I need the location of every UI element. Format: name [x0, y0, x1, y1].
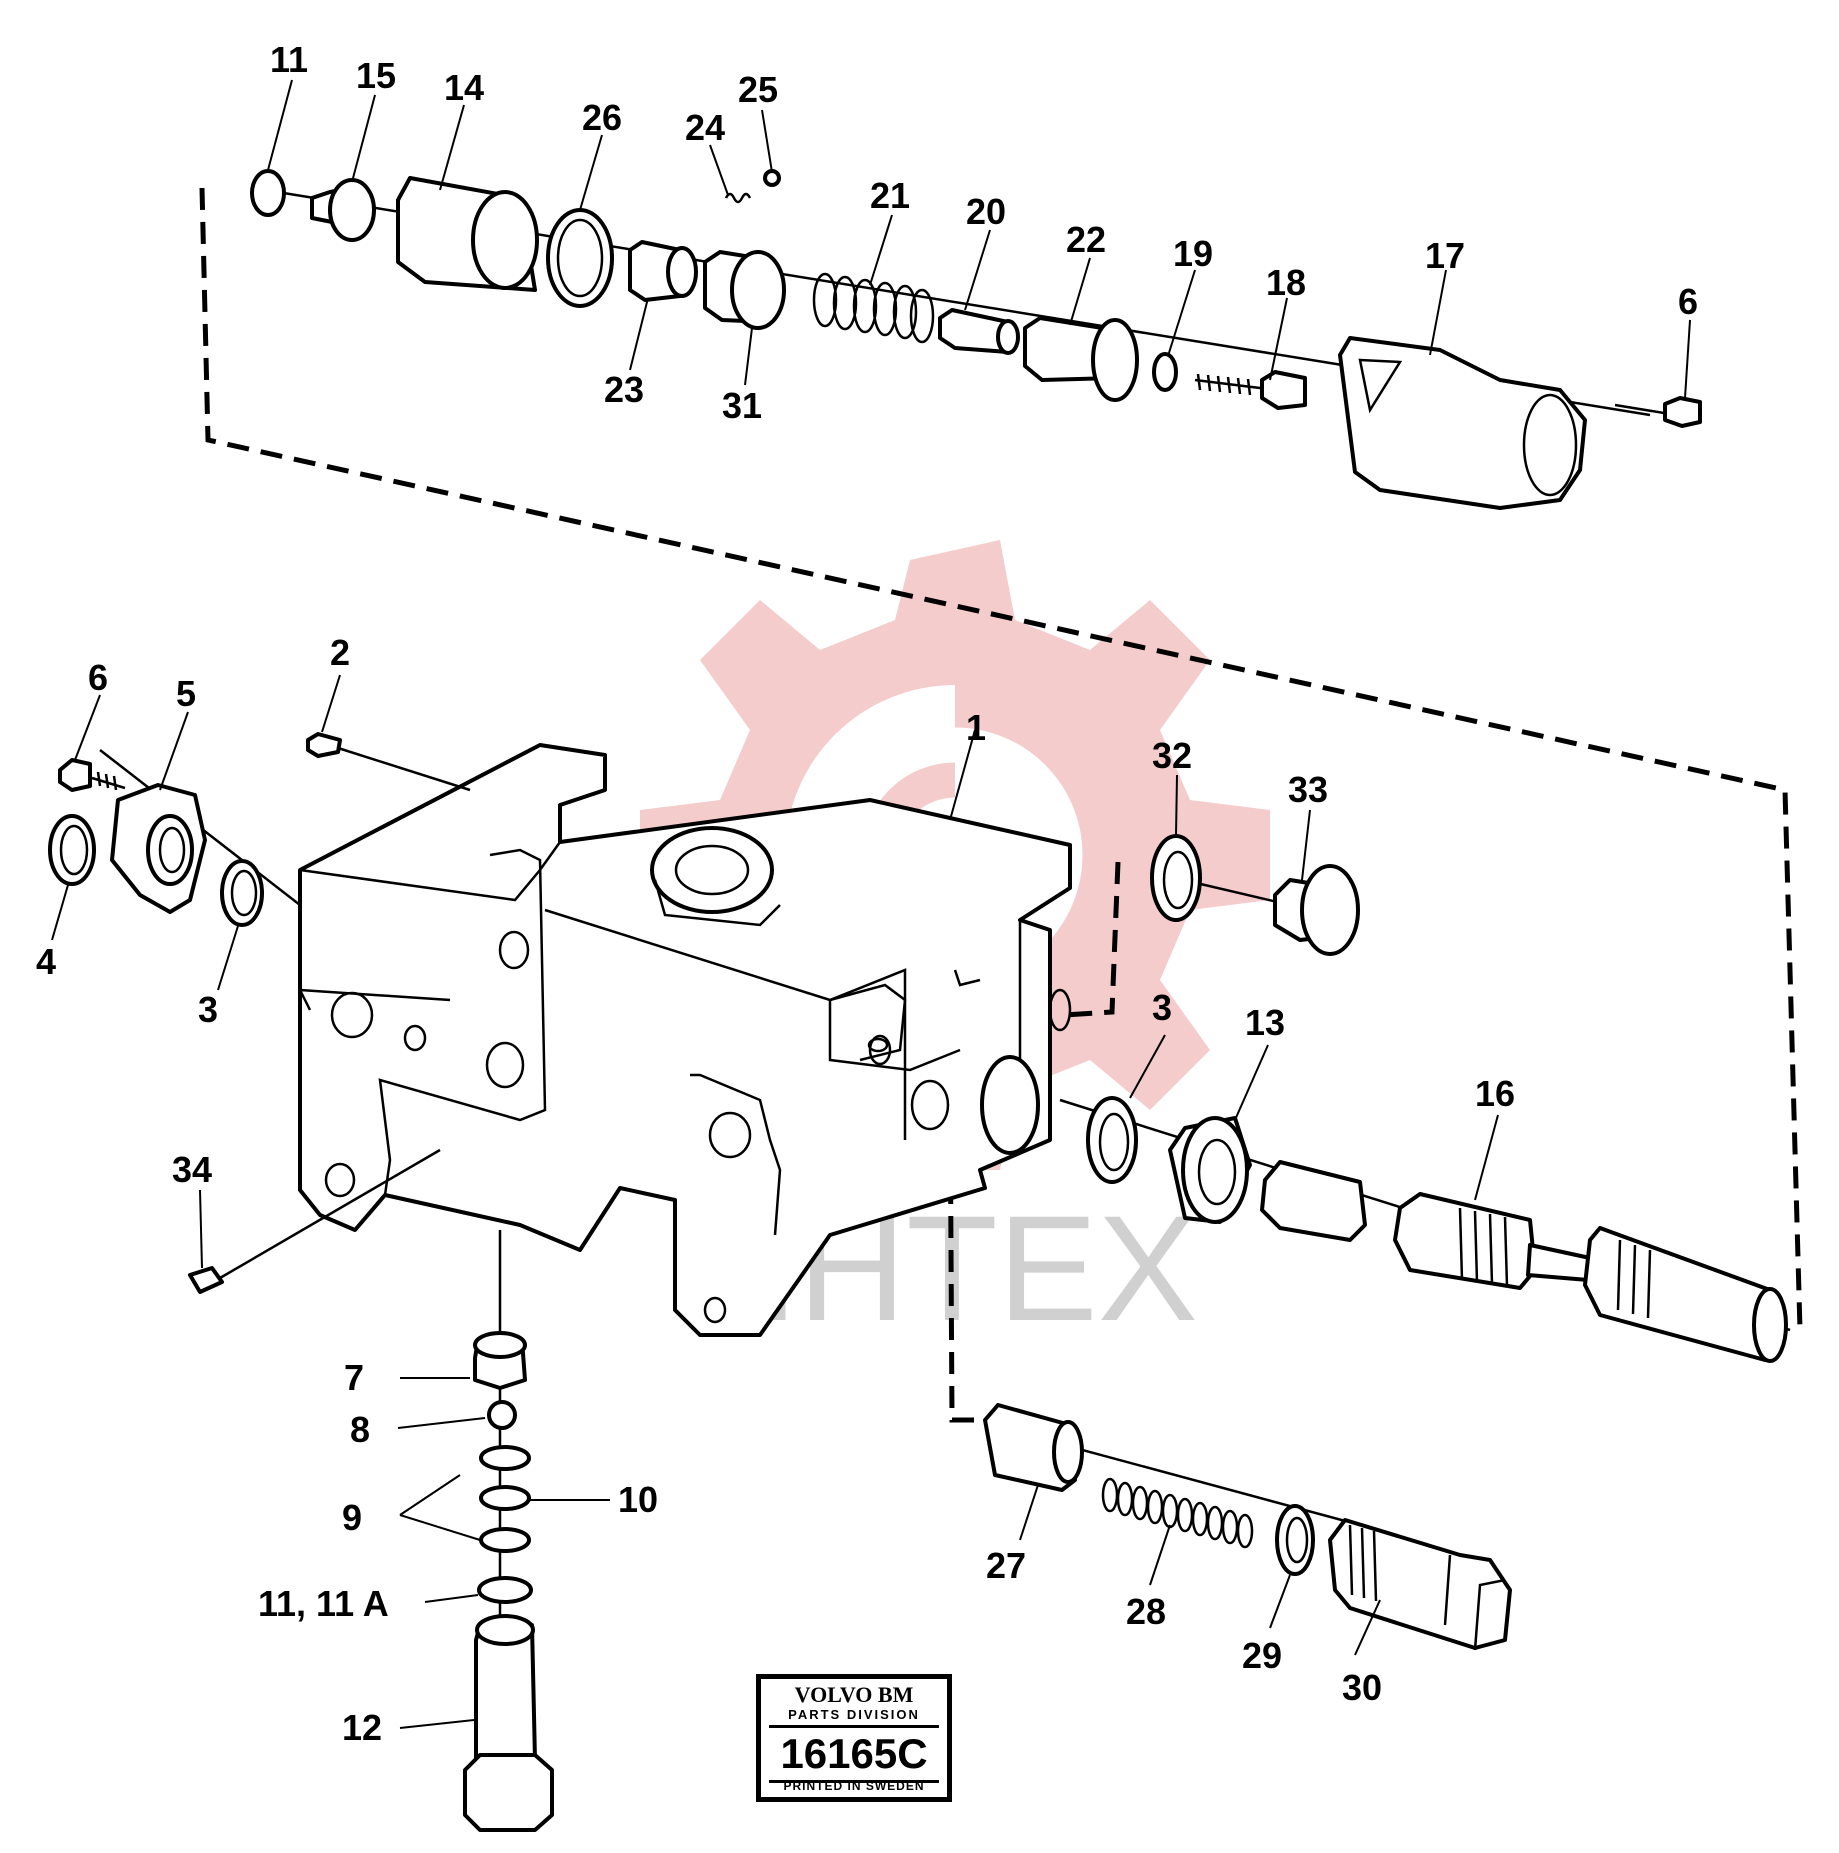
- leader-lines: [51, 79, 1691, 1729]
- label-8: 8: [350, 1409, 370, 1450]
- label-6-top: 6: [1678, 281, 1698, 322]
- part-1-valve-body: [298, 743, 1072, 1337]
- label-21: 21: [870, 175, 910, 216]
- part-6-bolt-left: [58, 758, 92, 792]
- assembly-dashed-line-32: [1064, 861, 1121, 1018]
- label-23: 23: [604, 369, 644, 410]
- label-33: 33: [1288, 769, 1328, 810]
- stamp-division: PARTS DIVISION: [788, 1707, 920, 1722]
- label-11-11A: 11, 11 A: [258, 1583, 389, 1624]
- stamp-brand: VOLVO BM: [794, 1682, 914, 1707]
- label-11-top: 11: [270, 39, 308, 80]
- label-13: 13: [1245, 1002, 1285, 1043]
- part-9-shim-top: [479, 1445, 531, 1471]
- label-22: 22: [1066, 219, 1106, 260]
- label-31: 31: [722, 385, 762, 426]
- label-3-left: 3: [198, 989, 218, 1030]
- assembly-dashed-line-top: [199, 187, 1803, 1331]
- right-parts: [1059, 834, 1791, 1363]
- part-10-washer: [479, 1485, 531, 1511]
- part-labels: 11 15 14 26 24 25 21 20 22 19 18 17 6 23…: [36, 39, 1698, 1748]
- part-19-washer: [1152, 352, 1178, 392]
- part-34-setscrew: [188, 1266, 224, 1294]
- part-21-spring: [812, 272, 935, 344]
- part-25-ball: [763, 169, 781, 187]
- left-parts: [48, 732, 471, 1294]
- bottom-right-parts: [983, 1403, 1512, 1651]
- label-9: 9: [342, 1497, 362, 1538]
- label-25: 25: [738, 69, 778, 110]
- volvo-bm-stamp: VOLVO BM PARTS DIVISION 16165C PRINTED I…: [756, 1674, 952, 1802]
- part-8-ball: [487, 1400, 517, 1430]
- label-7: 7: [344, 1357, 364, 1398]
- label-32: 32: [1152, 735, 1192, 776]
- part-2-pin: [306, 732, 342, 758]
- label-26: 26: [582, 97, 622, 138]
- label-3-right: 3: [1152, 987, 1172, 1028]
- label-6-left: 6: [88, 657, 108, 698]
- bottom-left-parts: [463, 1230, 554, 1832]
- label-16: 16: [1475, 1073, 1515, 1114]
- part-9-shim-bottom: [479, 1527, 531, 1553]
- part-28-spring: [1101, 1477, 1254, 1549]
- label-27: 27: [986, 1545, 1026, 1586]
- label-19: 19: [1173, 233, 1213, 274]
- part-11-ring-bottom: [477, 1576, 533, 1604]
- label-18: 18: [1266, 262, 1306, 303]
- label-24: 24: [685, 107, 725, 148]
- label-17: 17: [1425, 235, 1465, 276]
- label-4: 4: [36, 941, 56, 982]
- label-34: 34: [172, 1149, 212, 1190]
- label-20: 20: [966, 191, 1006, 232]
- label-12: 12: [342, 1707, 382, 1748]
- label-14: 14: [444, 67, 484, 108]
- label-2: 2: [330, 632, 350, 673]
- part-11-ring: [250, 169, 286, 217]
- label-29: 29: [1242, 1635, 1282, 1676]
- part-24-spring: [724, 192, 752, 204]
- label-1: 1: [966, 707, 986, 748]
- label-30: 30: [1342, 1667, 1382, 1708]
- label-28: 28: [1126, 1591, 1166, 1632]
- stamp-code: 16165C: [769, 1725, 939, 1783]
- label-5: 5: [176, 673, 196, 714]
- label-10: 10: [618, 1479, 658, 1520]
- part-16-spool: [1260, 1160, 1367, 1242]
- stamp-printed: PRINTED IN SWEDEN: [783, 1779, 925, 1793]
- top-assembly: [250, 169, 1702, 510]
- part-6-bolt-top: [1614, 403, 1671, 416]
- label-15: 15: [356, 55, 396, 96]
- part-17-cover: [1338, 336, 1587, 510]
